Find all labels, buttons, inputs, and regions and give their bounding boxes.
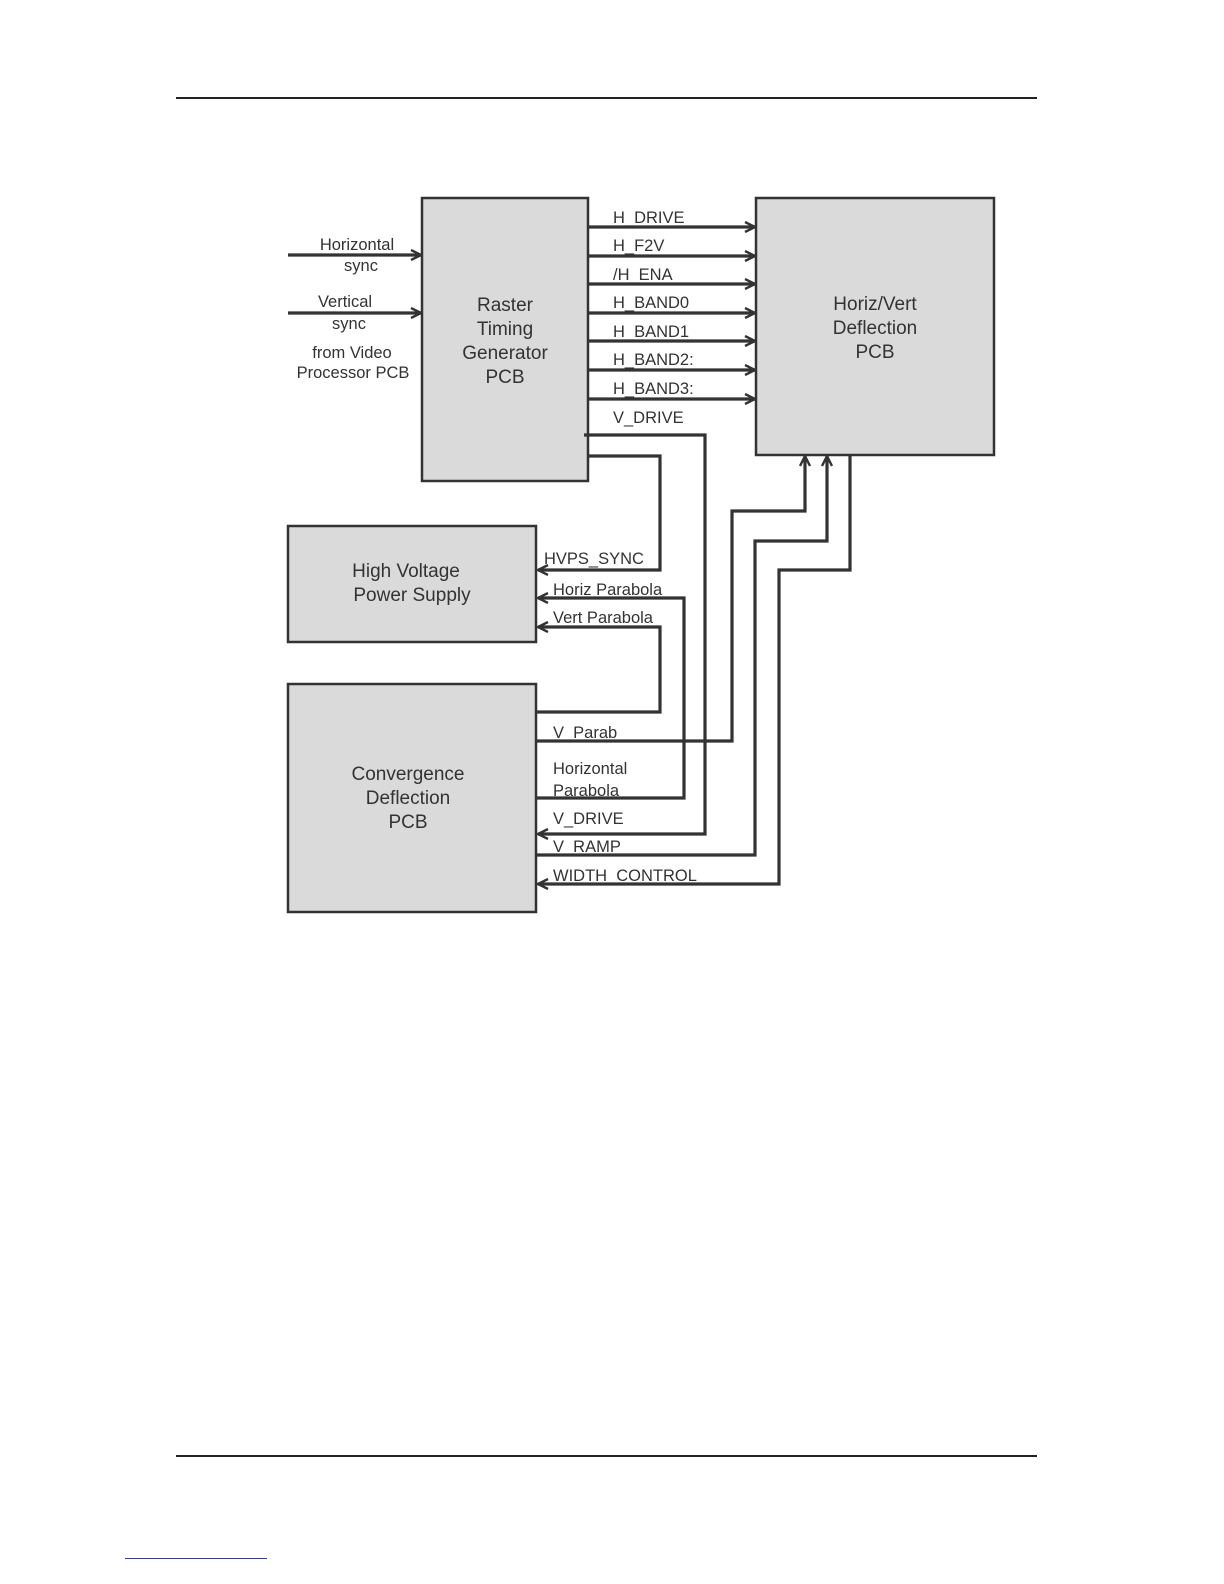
convergence-deflection-box: Convergence Deflection PCB xyxy=(286,682,538,914)
v-drive-top-label: V_DRIVE xyxy=(613,409,684,427)
v-ramp-wire xyxy=(536,456,827,857)
raster-timing-generator-box: Raster Timing Generator PCB xyxy=(420,196,590,483)
deflection-box-label-line-2: Deflection xyxy=(833,318,918,339)
raster-box-label-line-4: PCB xyxy=(485,367,524,388)
v-drive-wire xyxy=(538,433,707,834)
raster-box-label-line-1: Raster xyxy=(477,295,534,316)
h-f2v-label: H_F2V xyxy=(613,237,664,255)
v-ramp-label: V_RAMP xyxy=(553,838,621,856)
h-band0-label: H_BAND0 xyxy=(613,294,689,312)
horizontal-parabola-label-line-2: Parabola xyxy=(553,782,620,800)
hvps-sync-label: HVPS_SYNC xyxy=(544,550,644,568)
hvps-box-label-line-2: Power Supply xyxy=(353,585,471,606)
hvps-box-label-line-1: High Voltage xyxy=(352,561,460,582)
deflection-box-label-line-3: PCB xyxy=(855,342,894,363)
convergence-box-label-line-2: Deflection xyxy=(366,788,451,809)
raster-box-label-line-3: Generator xyxy=(462,343,548,364)
v-parab-wire xyxy=(536,456,805,743)
high-voltage-power-supply-box: High Voltage Power Supply xyxy=(286,524,538,644)
convergence-box-label-line-1: Convergence xyxy=(351,764,464,785)
vertical-sync-label-line-1: Vertical xyxy=(318,293,372,311)
width-control-wire xyxy=(538,455,852,884)
vert-parabola-wire xyxy=(536,627,662,714)
horiz-vert-deflection-box: Horiz/Vert Deflection PCB xyxy=(754,196,996,457)
hvps-sync-wire xyxy=(538,454,662,570)
h-band2-label: H_BAND2: xyxy=(613,351,694,369)
horizontal-parabola-label-line-1: Horizontal xyxy=(553,760,627,778)
h-band3-label: H_BAND3: xyxy=(613,380,694,398)
input-source-label-line-1: from Video xyxy=(312,344,392,362)
h-ena-label: /H_ENA xyxy=(613,266,673,284)
header-rule xyxy=(176,97,1037,99)
vertical-sync-label-line-2: sync xyxy=(332,315,366,333)
width-control-label: WIDTH_CONTROL xyxy=(553,867,697,885)
horiz-parabola-label: Horiz Parabola xyxy=(553,581,663,599)
horiz-parabola-wire xyxy=(536,598,686,800)
deflection-box-label-line-1: Horiz/Vert xyxy=(833,294,917,315)
footer-rule xyxy=(176,1455,1037,1457)
h-band1-label: H_BAND1 xyxy=(613,323,689,341)
vert-parabola-label: Vert Parabola xyxy=(553,609,654,627)
h-drive-label: H_DRIVE xyxy=(613,209,685,227)
v-drive-bottom-label: V_DRIVE xyxy=(553,810,624,828)
horizontal-sync-label-line-2: sync xyxy=(344,257,378,275)
footer-link-underline[interactable] xyxy=(125,1558,267,1559)
horizontal-sync-label-line-1: Horizontal xyxy=(320,236,394,254)
v-parab-label: V_Parab xyxy=(553,724,617,742)
input-source-label-line-2: Processor PCB xyxy=(297,364,410,382)
raster-box-label-line-2: Timing xyxy=(477,319,533,340)
convergence-box-label-line-3: PCB xyxy=(388,812,427,833)
